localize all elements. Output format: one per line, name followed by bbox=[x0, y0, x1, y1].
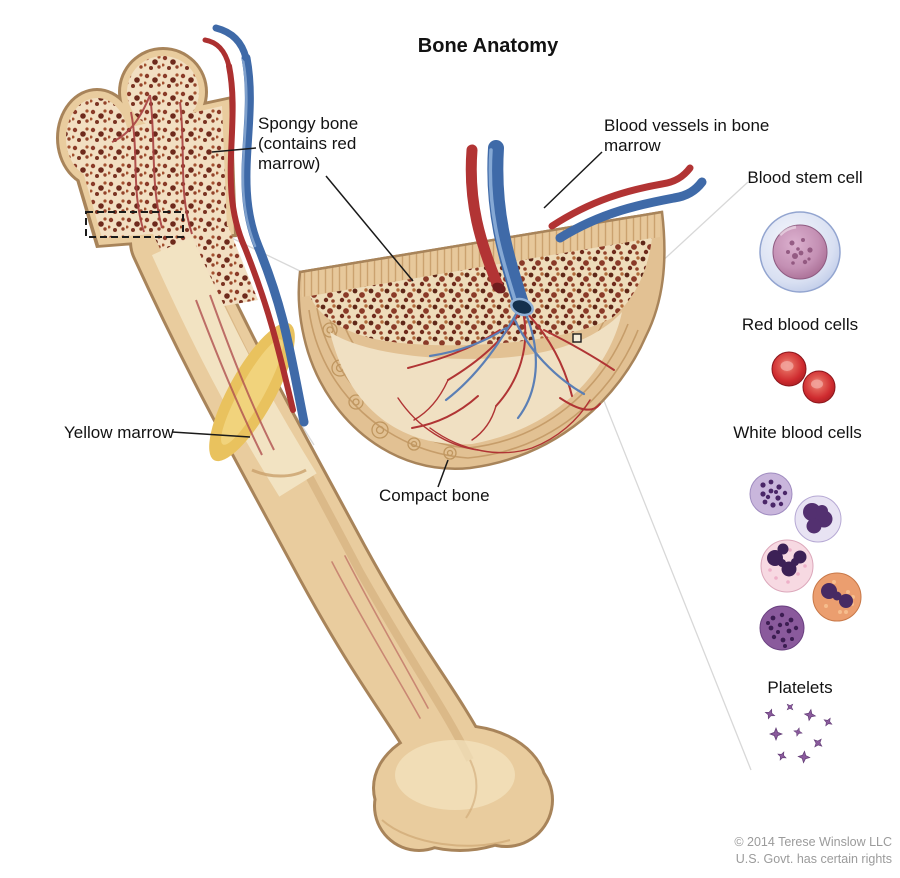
femur-illustration bbox=[56, 24, 554, 852]
page-title: Bone Anatomy bbox=[417, 35, 559, 58]
label-spongy-bone: Spongy bone (contains red marrow) bbox=[258, 114, 359, 174]
leader-lines bbox=[171, 147, 603, 488]
platelets-illustration bbox=[763, 700, 835, 764]
magnified-region-marker bbox=[85, 211, 184, 238]
label-white-blood-cells: White blood cells bbox=[733, 423, 862, 442]
label-blood-vessels: Blood vessels in bone marrow bbox=[604, 116, 770, 156]
label-blood-stem-cell: Blood stem cell bbox=[747, 168, 863, 187]
label-red-blood-cells: Red blood cells bbox=[741, 315, 859, 334]
femur-blood-vessels bbox=[202, 24, 429, 719]
white-blood-cells-illustration bbox=[749, 472, 862, 651]
copyright-line2: U.S. Govt. has certain rights bbox=[735, 852, 892, 867]
marrow-vessel-network bbox=[397, 307, 615, 454]
label-yellow-marrow: Yellow marrow bbox=[64, 423, 174, 442]
label-compact-bone: Compact bone bbox=[379, 486, 490, 505]
cross-section-spongy-bone bbox=[310, 238, 652, 346]
blood-stem-cell-illustration bbox=[759, 211, 841, 293]
cell-region-marker bbox=[572, 333, 582, 343]
label-platelets: Platelets bbox=[767, 678, 833, 697]
main-blood-vessels bbox=[465, 140, 707, 317]
cross-section-marrow-cavity bbox=[330, 312, 622, 445]
bone-cross-section-illustration bbox=[297, 140, 707, 471]
yellow-marrow-region bbox=[151, 236, 317, 497]
copyright-notice: © 2014 Terese Winslow LLC U.S. Govt. has… bbox=[734, 834, 892, 868]
red-blood-cells-illustration bbox=[771, 351, 836, 404]
copyright-line1: © 2014 Terese Winslow LLC bbox=[734, 835, 892, 850]
